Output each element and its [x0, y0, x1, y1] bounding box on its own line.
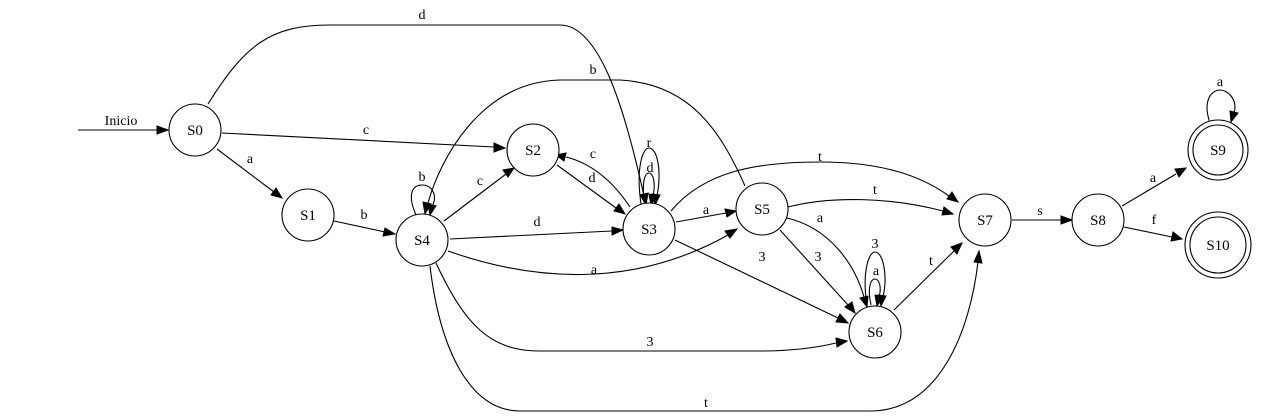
start-arrow: Inicio [78, 114, 170, 135]
edge-s5-s6-a: a [786, 211, 869, 309]
state-label: S4 [414, 233, 430, 249]
state-s2: S2 [506, 123, 560, 177]
state-s0: S0 [168, 103, 222, 157]
edge-s5-s4: b [422, 63, 746, 216]
state-s1: S1 [281, 188, 335, 242]
edge-label: c [590, 147, 596, 162]
edge-s4-s5: a [447, 228, 739, 278]
edge-s3-s3-d: d [642, 161, 657, 207]
edge-s3-s6: 3 [674, 239, 850, 324]
edge-s6-s7: t [893, 242, 963, 311]
edge-label: 3 [759, 250, 766, 265]
state-s4: S4 [395, 213, 449, 267]
edge-label: c [363, 123, 369, 138]
edge-label: t [929, 254, 933, 269]
state-label: S7 [977, 213, 993, 229]
edge-label: s [1037, 204, 1042, 219]
edge-s0-s3: d [207, 8, 649, 207]
state-label: S8 [1090, 213, 1106, 229]
edge-label: a [873, 264, 880, 279]
state-s6: S6 [848, 305, 902, 359]
edge-label: b [361, 208, 368, 223]
edge-label: t [873, 183, 877, 198]
edge-label: b [419, 170, 426, 185]
edge-label: d [647, 161, 654, 176]
edge-label: a [1150, 171, 1157, 186]
edge-s4-s4: b [410, 170, 437, 217]
edge-s3-s5: a [675, 203, 738, 223]
edge-s8-s10: f [1123, 213, 1184, 242]
edge-label: f [1152, 213, 1157, 228]
edge-s4-s3: d [449, 215, 625, 240]
state-label: S3 [641, 222, 657, 238]
edge-label: d [534, 215, 541, 230]
edge-s6-s6-a: a [868, 264, 884, 308]
edge-s9-s9: a [1206, 75, 1239, 124]
edge-s0-s1: a [216, 148, 284, 199]
edge-label: a [247, 152, 254, 167]
edge-s5-s6-3: 3 [779, 229, 856, 315]
edge-label: t [704, 396, 708, 411]
state-label: S10 [1206, 238, 1229, 254]
state-label: S0 [187, 123, 203, 139]
edge-label: a [817, 211, 824, 226]
state-s9-accepting: S9 [1187, 119, 1249, 181]
state-s8: S8 [1071, 193, 1125, 247]
start-label: Inicio [105, 114, 138, 129]
edge-s2-s3: d [556, 164, 627, 215]
edge-label: a [703, 203, 710, 218]
edge-label: d [589, 171, 596, 186]
state-s3: S3 [622, 202, 676, 256]
edge-label: a [1217, 75, 1224, 90]
edge-s8-s9: a [1121, 167, 1188, 207]
edge-s5-s7: t [787, 183, 955, 216]
state-label: S6 [867, 325, 883, 341]
state-label: S5 [754, 202, 770, 218]
state-s10-accepting: S10 [1184, 211, 1252, 279]
edge-label: 3 [815, 250, 822, 265]
edge-label: 3 [872, 237, 879, 252]
edge-s4-s7: t [429, 249, 983, 412]
edge-s1-s4: b [333, 208, 397, 237]
edge-s3-s2: c [554, 147, 631, 208]
edge-label: c [477, 174, 483, 189]
edge-label: 3 [647, 335, 654, 350]
edge-s0-s2: c [221, 123, 507, 153]
state-label: S1 [300, 208, 316, 224]
state-label: S9 [1210, 143, 1226, 159]
edge-s3-s7: t [670, 150, 960, 212]
edge-label: b [590, 63, 597, 78]
edge-s4-s2: c [443, 167, 516, 222]
state-s5: S5 [735, 182, 789, 236]
edge-label: r [647, 136, 652, 151]
edge-s7-s8: s [1012, 204, 1074, 225]
edge-label: d [419, 8, 426, 23]
edge-label: a [591, 263, 598, 278]
state-s7: S7 [958, 193, 1012, 247]
state-label: S2 [525, 143, 541, 159]
edge-s4-s6: 3 [435, 262, 849, 352]
edge-label: t [818, 150, 822, 165]
